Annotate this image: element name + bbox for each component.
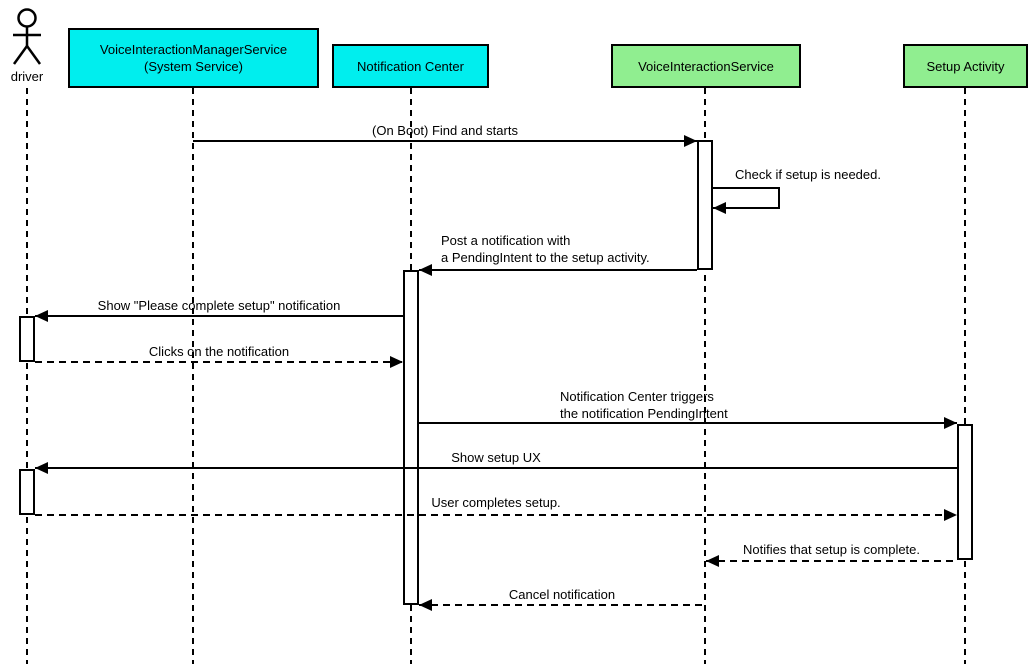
activation-voice-interaction-service <box>697 140 713 270</box>
message-label: Notifies that setup is complete. <box>742 542 921 557</box>
participant-voice-interaction-service: VoiceInteractionService <box>611 44 801 88</box>
self-message-side-line <box>778 187 780 209</box>
activation-notification-center <box>403 270 419 605</box>
message-label: Notification Center triggers the notific… <box>560 389 728 421</box>
message-line <box>706 560 957 562</box>
arrowhead-icon <box>35 462 48 474</box>
actor-driver-label: driver <box>10 69 44 84</box>
activation-driver-1 <box>19 316 35 362</box>
message-label: Cancel notification <box>508 587 616 602</box>
message-label: Show setup UX <box>451 450 541 465</box>
participant-voice-interaction-manager-service: VoiceInteractionManagerService (System S… <box>68 28 319 88</box>
message-label: Show "Please complete setup" notificatio… <box>97 298 341 313</box>
participant-label: Setup Activity <box>926 58 1005 74</box>
message-line <box>419 604 705 606</box>
message-line <box>35 361 403 363</box>
lifeline-voice-interaction-manager-service <box>192 88 194 664</box>
arrowhead-icon <box>713 202 726 214</box>
participant-label: VoiceInteractionService <box>638 58 774 74</box>
lifeline-setup-activity <box>964 88 966 664</box>
message-label: Clicks on the notification <box>148 344 290 359</box>
arrowhead-icon <box>944 417 957 429</box>
lifeline-voice-interaction-service <box>704 88 706 664</box>
message-line <box>35 315 403 317</box>
arrowhead-icon <box>390 356 403 368</box>
arrowhead-icon <box>706 555 719 567</box>
message-line <box>419 422 957 424</box>
arrowhead-icon <box>419 599 432 611</box>
self-message-bottom-line <box>713 207 780 209</box>
participant-setup-activity: Setup Activity <box>903 44 1028 88</box>
participant-label: Notification Center <box>357 58 464 74</box>
message-line <box>419 269 697 271</box>
arrowhead-icon <box>35 310 48 322</box>
message-label: Check if setup is needed. <box>735 167 881 182</box>
arrowhead-icon <box>684 135 697 147</box>
lifeline-driver <box>26 88 28 664</box>
activation-driver-2 <box>19 469 35 515</box>
participant-notification-center: Notification Center <box>332 44 489 88</box>
message-label: (On Boot) Find and starts <box>372 123 518 138</box>
activation-setup-activity <box>957 424 973 560</box>
arrowhead-icon <box>419 264 432 276</box>
participant-label: VoiceInteractionManagerService (System S… <box>99 42 288 74</box>
actor-stick-figure-icon <box>12 8 42 65</box>
message-line <box>35 467 957 469</box>
message-label: Post a notification with a PendingIntent… <box>441 233 650 265</box>
self-message-top-line <box>713 187 780 189</box>
message-line <box>193 140 697 142</box>
message-line <box>35 514 957 516</box>
arrowhead-icon <box>944 509 957 521</box>
message-label: User completes setup. <box>431 495 561 510</box>
